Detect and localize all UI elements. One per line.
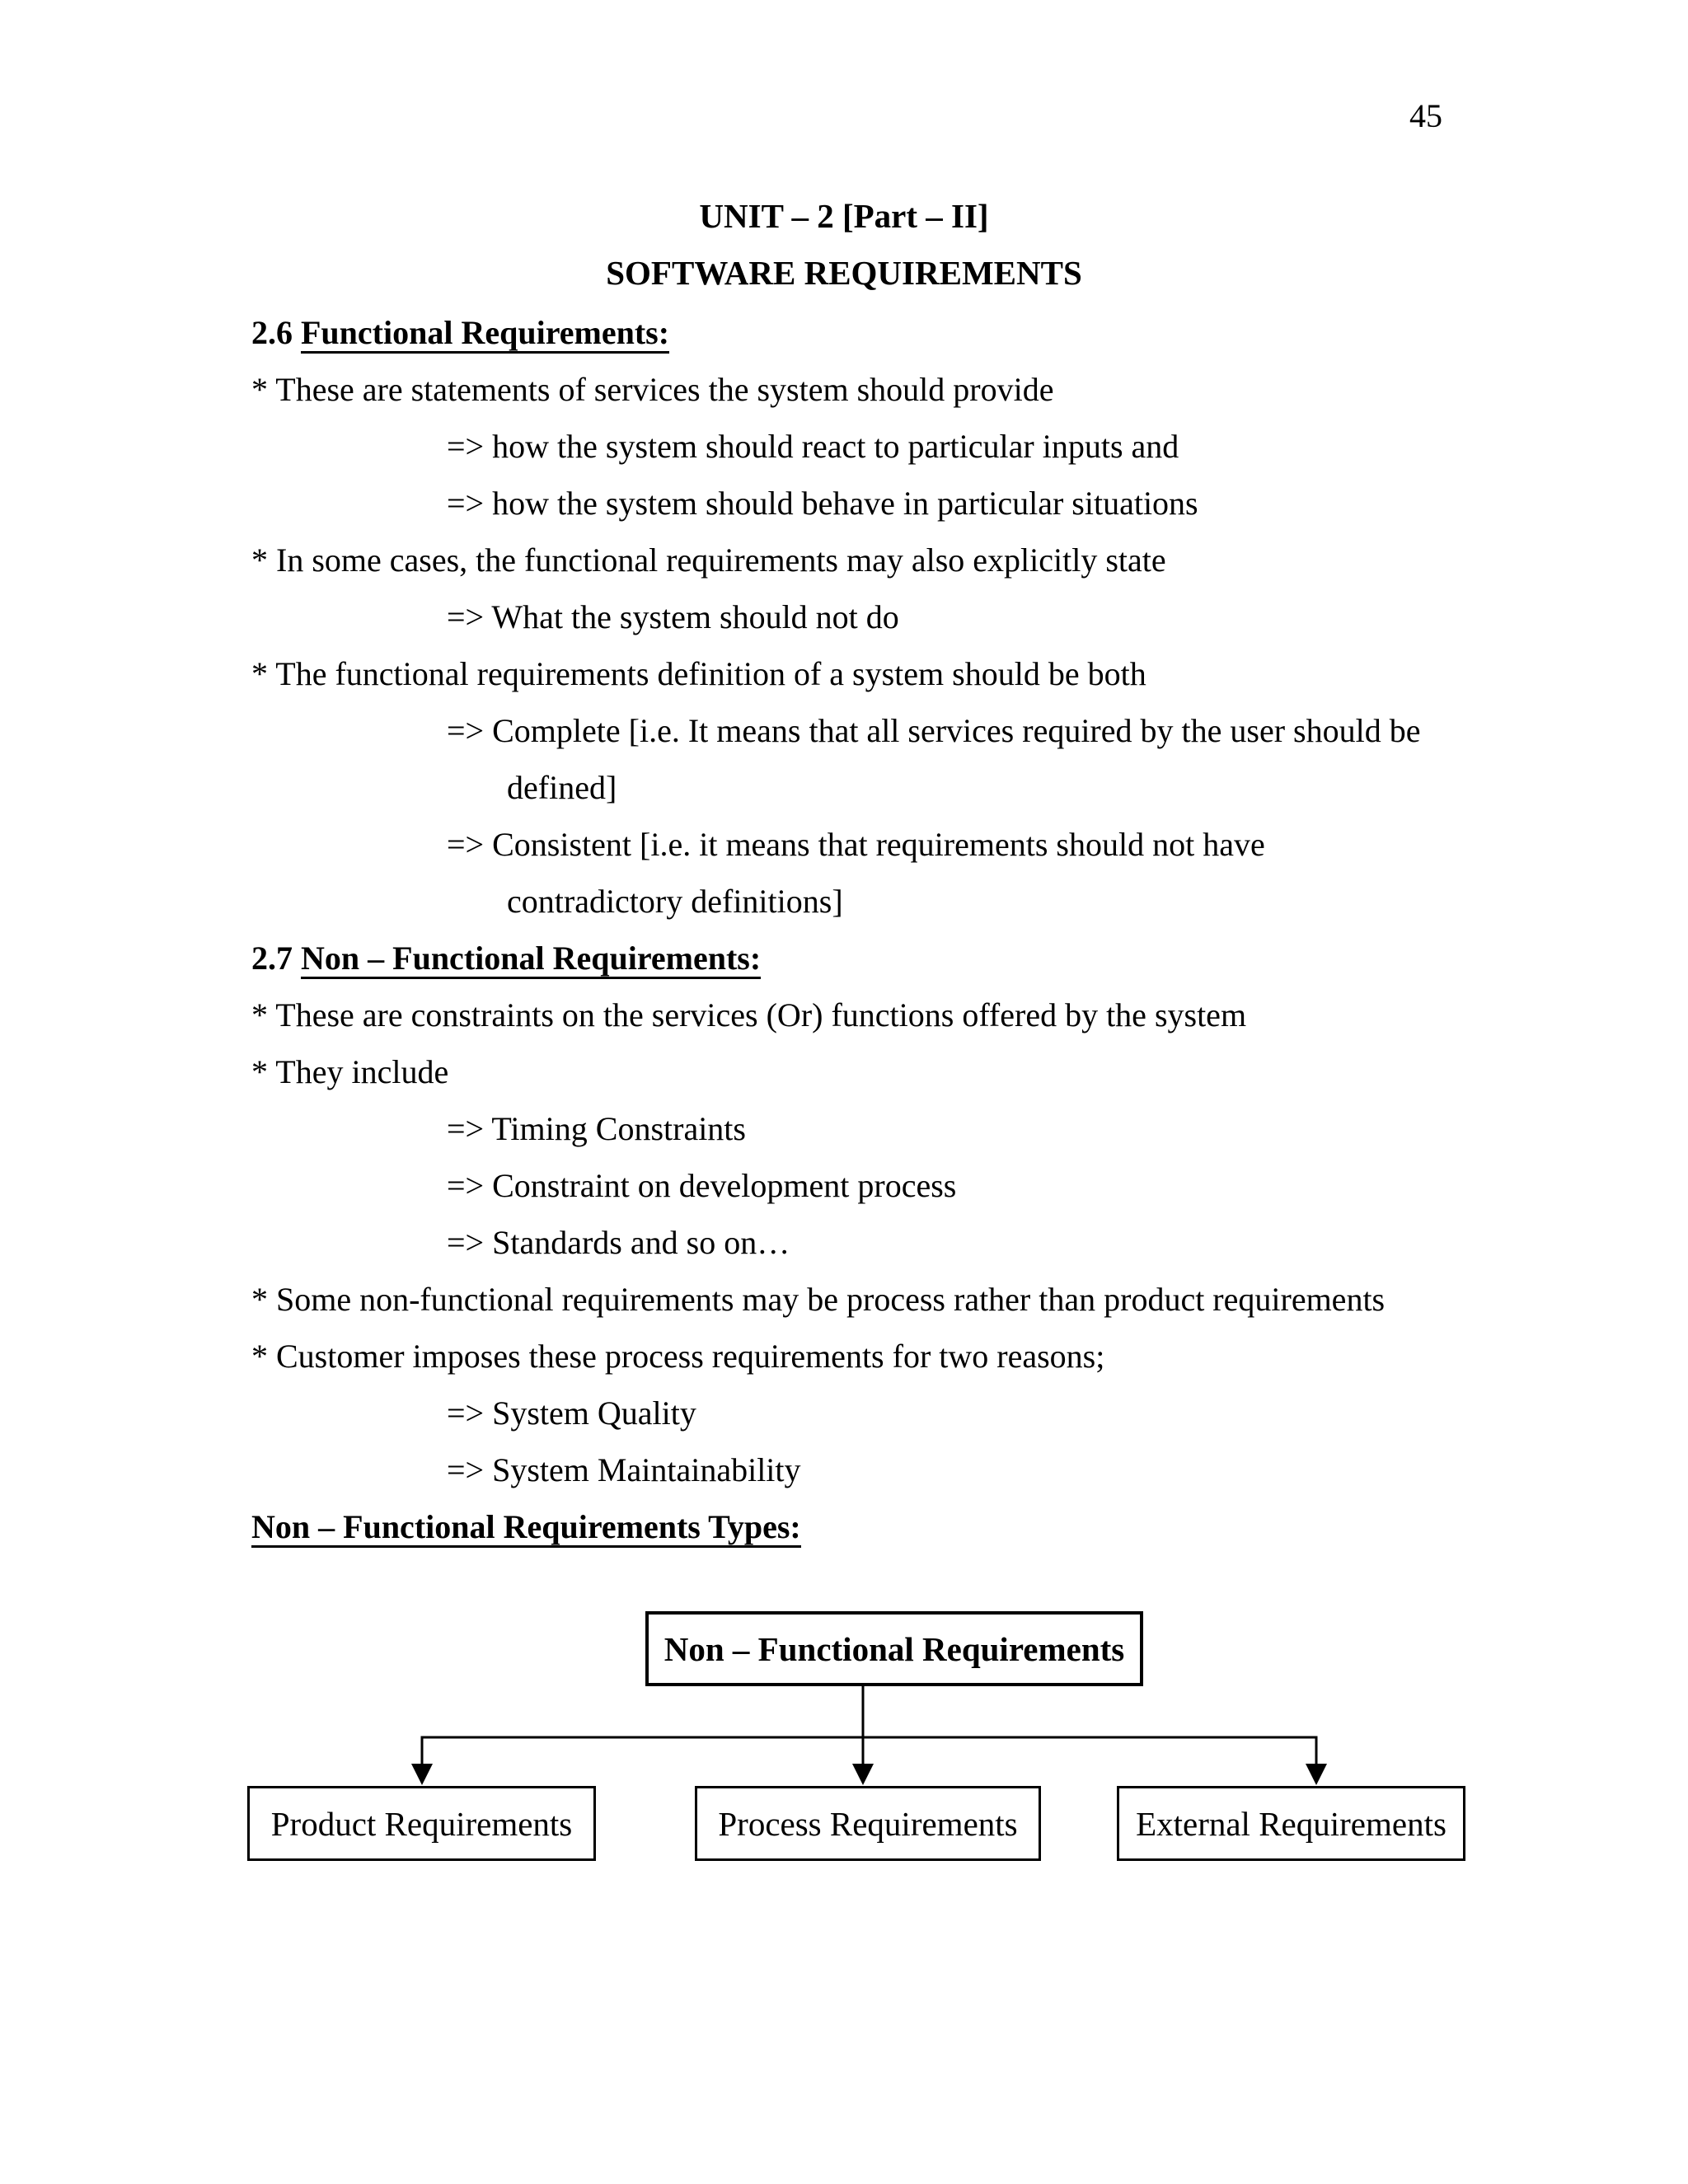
text-line: => Timing Constraints: [447, 1110, 746, 1147]
heading-title: Functional Requirements:: [301, 314, 670, 354]
text-line: * The functional requirements definition…: [251, 655, 1146, 692]
text-line: => Consistent [i.e. it means that requir…: [447, 826, 1265, 863]
diagram-box-product-requirements: Product Requirements: [247, 1786, 596, 1861]
text-line: => how the system should behave in parti…: [447, 485, 1198, 522]
text-line: * Some non-functional requirements may b…: [251, 1281, 1386, 1318]
unit-title: UNIT – 2 [Part – II]: [699, 197, 989, 235]
text-line: 2.6 Functional Requirements:: [251, 304, 1420, 361]
title-block: UNIT – 2 [Part – II] SOFTWARE REQUIREMEN…: [0, 188, 1688, 302]
text-line: => System Maintainability: [447, 1451, 801, 1488]
arrowhead-right-icon: [1306, 1764, 1327, 1785]
arrowhead-middle-icon: [852, 1764, 874, 1785]
heading-number: 2.7: [251, 940, 301, 977]
text-line: => What the system should not do: [447, 598, 899, 635]
text-line: * These are constraints on the services …: [251, 996, 1247, 1033]
text-line: contradictory definitions]: [507, 883, 843, 920]
text-line: * In some cases, the functional requirem…: [251, 541, 1166, 579]
text-line: * They include: [251, 1053, 449, 1090]
text-line: * These are statements of services the s…: [251, 371, 1054, 408]
heading-title: Non – Functional Requirements Types:: [251, 1508, 801, 1548]
text-line: 2.7 Non – Functional Requirements:: [251, 930, 1420, 987]
text-line: * Customer imposes these process require…: [251, 1338, 1105, 1375]
heading-number: 2.6: [251, 314, 301, 351]
text-line: => Standards and so on…: [447, 1224, 790, 1261]
arrowhead-left-icon: [411, 1764, 433, 1785]
text-line: => System Quality: [447, 1394, 696, 1432]
text-line: => Constraint on development process: [447, 1167, 957, 1204]
diagram-box-non-functional-requirements: Non – Functional Requirements: [645, 1611, 1143, 1686]
text-line: => Complete [i.e. It means that all serv…: [447, 712, 1421, 749]
text-line: defined]: [507, 769, 617, 806]
notes-text-body: 2.6 Functional Requirements: * These are …: [251, 304, 1420, 1555]
text-line: Non – Functional Requirements Types:: [251, 1498, 1420, 1555]
page-number: 45: [1409, 97, 1442, 134]
page-title: SOFTWARE REQUIREMENTS: [606, 254, 1082, 292]
diagram-box-process-requirements: Process Requirements: [695, 1786, 1041, 1861]
diagram-box-external-requirements: External Requirements: [1117, 1786, 1465, 1861]
text-line: => how the system should react to partic…: [447, 428, 1179, 465]
heading-title: Non – Functional Requirements:: [301, 940, 762, 979]
